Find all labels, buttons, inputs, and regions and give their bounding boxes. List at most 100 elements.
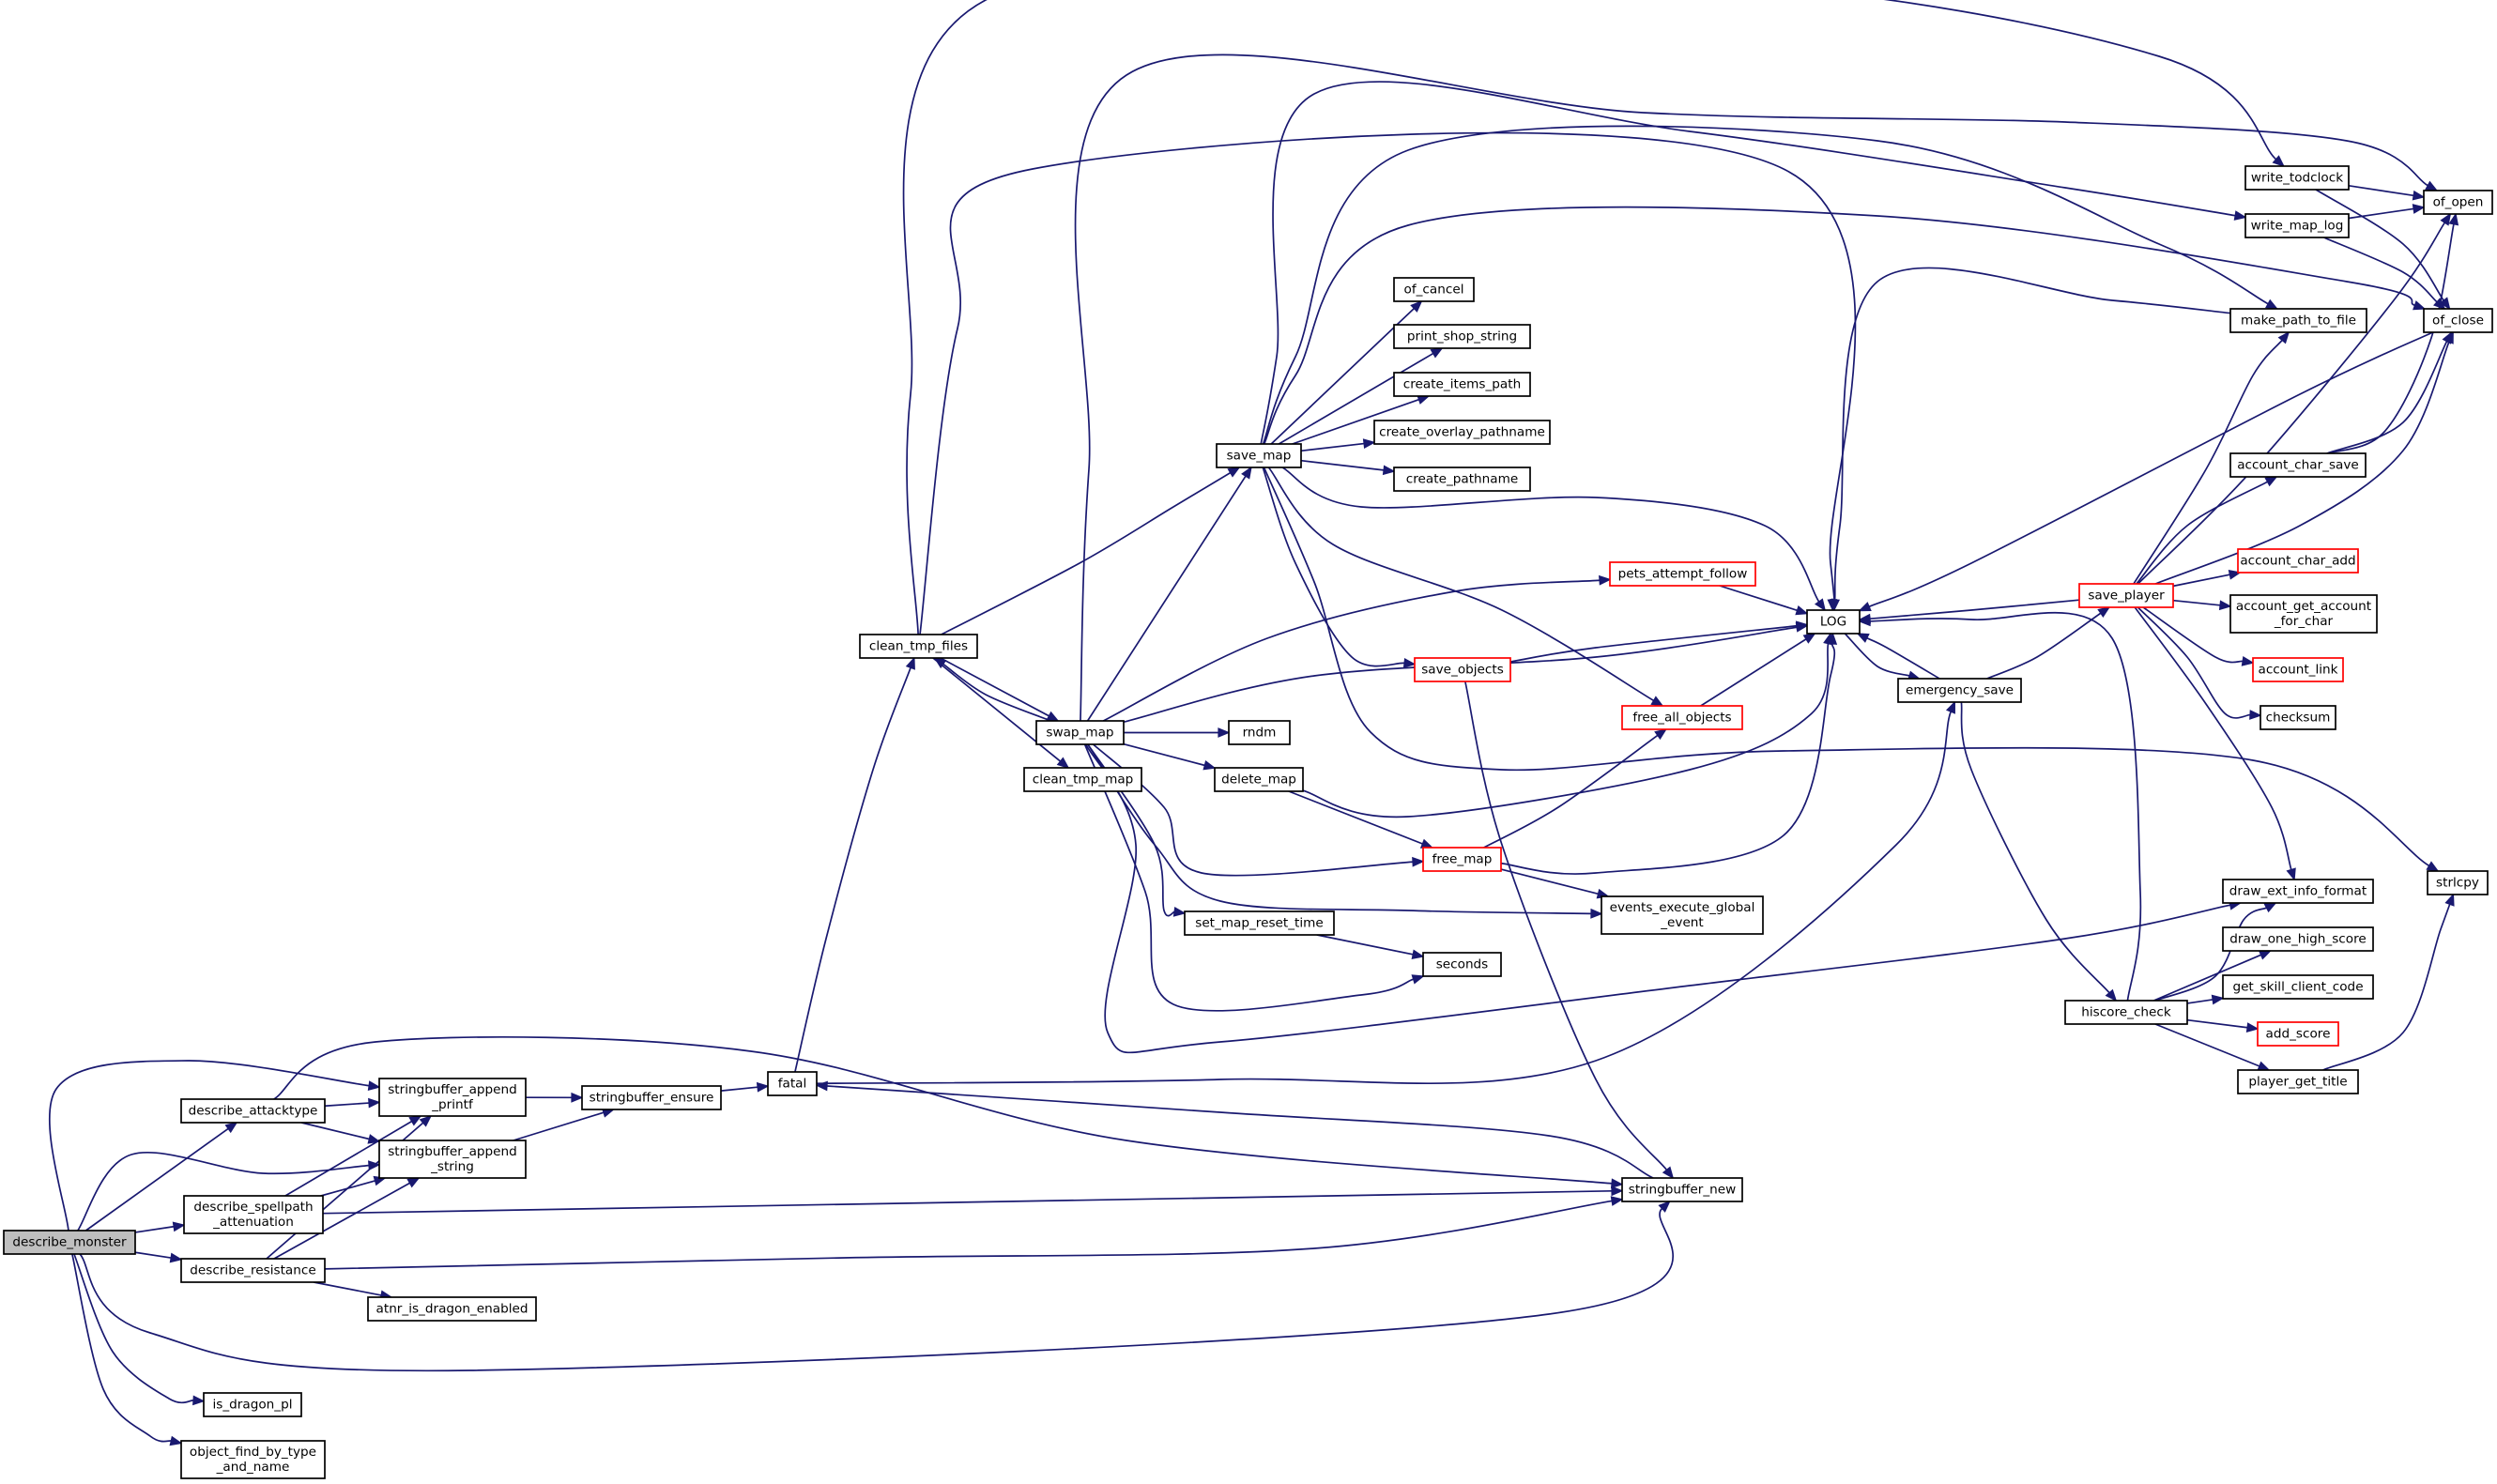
node-strlcpy[interactable]: strlcpy [2427,870,2489,895]
node-stringbuffer-ensure[interactable]: stringbuffer_ensure [581,1085,722,1110]
node-label: object_find_by_type [190,1445,316,1460]
arrowhead-icon [368,1097,381,1109]
node-LOG[interactable]: LOG [1806,609,1861,635]
arrowhead-icon [2245,1022,2260,1033]
node-label: free_all_objects [1632,711,1731,726]
node-hiscore-check[interactable]: hiscore_check [2064,1000,2188,1025]
edge-line [2136,481,2268,585]
arrowhead-icon [2412,190,2426,201]
node-fatal[interactable]: fatal [767,1071,818,1096]
node-get-skill-client-code[interactable]: get_skill_client_code [2222,974,2374,1000]
node-free-all-objects[interactable]: free_all_objects [1621,705,1743,730]
node-describe-attacktype[interactable]: describe_attacktype [180,1098,326,1124]
edge-line [73,1253,194,1404]
node-write-todclock[interactable]: write_todclock [2244,165,2350,191]
edge-swap_map-to-clean_tmp_files [933,657,1051,722]
node-describe-monster[interactable]: describe_monster [3,1230,136,1255]
edge-line [1270,307,1415,445]
node-describe-resistance[interactable]: describe_resistance [180,1258,326,1283]
node-checksum[interactable]: checksum [2260,705,2336,730]
node-label: of_open [2433,195,2484,210]
edge-describe_monster-to-describe_attacktype [84,1122,238,1232]
node-stringbuffer-append-string[interactable]: stringbuffer_append_string [378,1140,527,1179]
edge-describe_monster-to-describe_resistance [134,1251,183,1263]
node-box [1806,609,1861,635]
node-box [1373,420,1551,445]
node-label: player_get_title [2248,1075,2347,1090]
node-box [2222,926,2374,952]
node-save-objects[interactable]: save_objects [1414,657,1511,682]
edge-line [273,1182,410,1260]
node-seconds[interactable]: seconds [1422,952,1502,977]
edge-line [2348,184,2414,197]
node-stringbuffer-append-printf[interactable]: stringbuffer_append_printf [378,1078,527,1117]
node-of-close[interactable]: of_close [2423,308,2493,333]
node-atnr-is-dragon-enabled[interactable]: atnr_is_dragon_enabled [367,1296,537,1322]
edge-line [2326,341,2448,454]
arrowhead-icon [1802,633,1816,644]
node-delete-map[interactable]: delete_map [1214,767,1304,792]
arrowhead-icon [933,657,947,669]
node-swap-map[interactable]: swap_map [1035,720,1125,745]
node-create-items-path[interactable]: create_items_path [1393,372,1531,397]
node-box [2229,452,2367,478]
node-save-map[interactable]: save_map [1216,443,1302,468]
node-rndm[interactable]: rndm [1228,720,1291,745]
node-account-char-save[interactable]: account_char_save [2229,452,2367,478]
node-box [1414,657,1511,682]
node-label: events_execute_global [1610,900,1755,915]
node-events-execute-global-event[interactable]: events_execute_global_event [1601,895,1764,935]
node-box [2244,165,2350,191]
edge-line [2186,1018,2248,1029]
edge-describe_attacktype-to-stringbuffer_new [273,1035,1624,1189]
node-is-dragon-pl[interactable]: is_dragon_pl [203,1392,302,1417]
node-save-player[interactable]: save_player [2078,583,2174,608]
node-player-get-title[interactable]: player_get_title [2237,1069,2359,1094]
node-account-get-account-for-char[interactable]: account_get_account_for_char [2229,594,2378,634]
node-emergency-save[interactable]: emergency_save [1897,678,2022,703]
node-box [1228,720,1291,745]
node-create-overlay-pathname[interactable]: create_overlay_pathname [1373,420,1551,445]
arrowhead-icon [2412,204,2426,214]
node-set-map-reset-time[interactable]: set_map_reset_time [1184,910,1335,936]
edge-save_map-to-of_close [1263,206,2427,445]
node-pets-attempt-follow[interactable]: pets_attempt_follow [1609,561,1756,587]
node-account-link[interactable]: account_link [2252,657,2344,682]
node-print-shop-string[interactable]: print_shop_string [1393,324,1531,349]
node-describe-spellpath-attenuation[interactable]: describe_spellpath_attenuation [183,1195,324,1234]
node-make-path-to-file[interactable]: make_path_to_file [2229,308,2367,333]
node-label: clean_tmp_files [869,639,968,654]
node-create-pathname[interactable]: create_pathname [1393,467,1531,492]
node-label: _and_name [216,1460,290,1475]
node-of-cancel[interactable]: of_cancel [1393,277,1475,302]
node-clean-tmp-files[interactable]: clean_tmp_files [859,634,978,659]
edge-line [1986,612,2102,680]
arrowhead-icon [2277,330,2290,344]
node-account-char-add[interactable]: account_char_add [2237,548,2359,574]
arrowhead-icon [1172,907,1187,917]
edge-line [2322,904,2451,1071]
edge-line [1300,459,1385,471]
edge-describe_resistance-to-stringbuffer_append_printf [266,1114,433,1260]
node-free-map[interactable]: free_map [1422,847,1502,872]
node-clean-tmp-map[interactable]: clean_tmp_map [1023,767,1142,792]
edge-line [1263,467,2430,867]
node-label: of_close [2432,314,2484,329]
edge-line [1868,331,2434,608]
node-of-open[interactable]: of_open [2423,190,2493,215]
edge-describe_spellpath_attenuation-to-stringbuffer_append_printf [284,1115,422,1197]
node-box [1214,767,1304,792]
node-draw-one-high-score[interactable]: draw_one_high_score [2222,926,2374,952]
edge-line [1123,742,1205,767]
edge-account_char_save-to-of_open [2328,212,2459,454]
edge-save_map-to-save_objects [1262,467,1417,668]
edge-describe_monster-to-stringbuffer_append_printf [48,1060,381,1232]
node-draw-ext-info-format[interactable]: draw_ext_info_format [2222,879,2374,904]
node-add-score[interactable]: add_score [2257,1021,2339,1047]
node-write-map-log[interactable]: write_map_log [2244,213,2350,238]
edge-save_player-to-checksum [2137,606,2262,720]
node-label: hiscore_check [2081,1005,2171,1020]
node-object-find-by-type-and-name[interactable]: object_find_by_type_and_name [180,1440,326,1479]
arrowhead-icon [756,1081,770,1093]
node-stringbuffer-new[interactable]: stringbuffer_new [1621,1177,1743,1202]
